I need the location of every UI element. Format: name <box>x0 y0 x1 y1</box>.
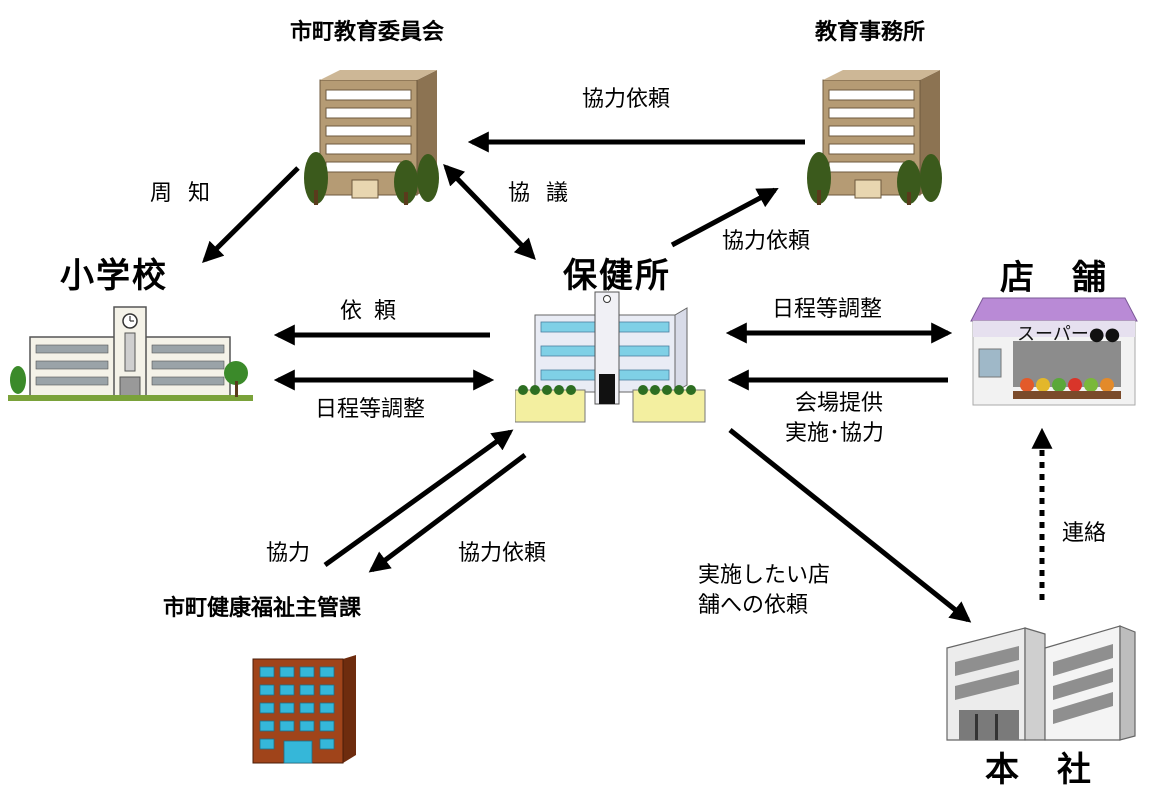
edge-label-welfare-to-health: 協力 <box>266 541 311 566</box>
head-office-title: 本 社 <box>985 750 1093 790</box>
arrow-board-health <box>443 163 536 261</box>
edge-label-health-to-head-1: 実施したい店 <box>698 563 831 588</box>
edu-office-building-icon <box>807 70 942 205</box>
school-title: 小学校 <box>60 256 168 296</box>
school-building-icon <box>8 306 253 401</box>
arrow-health-to-welfare <box>368 453 527 573</box>
edge-label-health-to-school: 依頼 <box>340 299 409 324</box>
store-building-icon: スーパー●● <box>970 297 1138 406</box>
welfare-dept-title: 市町健康福祉主管課 <box>163 596 362 621</box>
arrow-welfare-to-health <box>323 429 514 568</box>
edge-label-store-to-health-2: 実施･協力 <box>785 421 885 446</box>
head-office-building-icon <box>946 625 1136 741</box>
city-board-title: 市町教育委員会 <box>290 20 445 45</box>
edge-label-health-store: 日程等調整 <box>772 297 883 322</box>
edu-office-title: 教育事務所 <box>815 20 926 45</box>
edge-label-board-health: 協議 <box>508 181 585 206</box>
store-title: 店 舗 <box>1000 258 1108 298</box>
edge-label-health-to-head-2: 舗への依頼 <box>698 593 809 618</box>
health-center-building-icon <box>515 291 706 423</box>
board-building-icon <box>304 70 439 205</box>
edge-label-health-to-welfare: 協力依頼 <box>458 541 547 566</box>
arrow-board-to-school <box>202 166 300 263</box>
edge-label-store-to-health-1: 会場提供 <box>795 391 884 416</box>
health-center-title: 保健所 <box>563 256 671 296</box>
welfare-building-icon <box>252 655 356 764</box>
arrow-health-to-office <box>670 187 779 248</box>
edge-label-office-to-board: 協力依頼 <box>582 87 671 112</box>
store-sign: スーパー●● <box>1017 324 1120 345</box>
edge-label-board-to-school: 周知 <box>150 181 227 206</box>
arrow-health-to-head <box>728 428 972 623</box>
edge-label-head-to-store: 連絡 <box>1062 521 1107 546</box>
edge-label-health-to-office: 協力依頼 <box>722 229 811 254</box>
edge-label-school-health: 日程等調整 <box>315 397 426 422</box>
